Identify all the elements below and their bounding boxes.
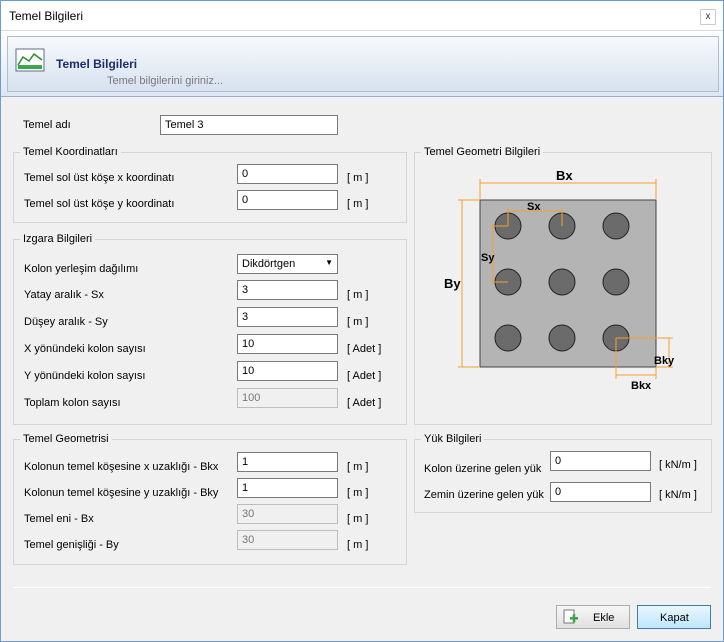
nx-unit: [ Adet ] bbox=[347, 343, 382, 355]
koordinat-x-input[interactable]: 0 bbox=[237, 164, 338, 184]
geometri-bilgileri-group bbox=[414, 152, 712, 425]
footer-separator bbox=[13, 587, 711, 588]
sx-unit: [ m ] bbox=[347, 289, 369, 301]
zemin-yuk-label: Zemin üzerine gelen yük bbox=[424, 489, 544, 501]
bx-label: Temel eni - Bx bbox=[24, 513, 94, 525]
sy-input[interactable]: 3 bbox=[237, 307, 338, 327]
nx-input[interactable]: 10 bbox=[237, 334, 338, 354]
by-input: 30 bbox=[237, 530, 338, 550]
banner-title: Temel Bilgileri bbox=[56, 57, 138, 71]
header-banner: Temel Bilgileri Temel bilgilerini girini… bbox=[1, 31, 723, 97]
sy-label: Düşey aralık - Sy bbox=[24, 316, 108, 328]
total-input: 100 bbox=[237, 388, 338, 408]
ny-input[interactable]: 10 bbox=[237, 361, 338, 381]
kolon-yuk-label: Kolon üzerine gelen yük bbox=[424, 463, 542, 475]
kolon-yuk-input[interactable]: 0 bbox=[550, 451, 651, 471]
koordinatlar-group bbox=[13, 152, 407, 223]
bx-diagram-label: Bx bbox=[556, 168, 573, 183]
bkx-label: Kolonun temel köşesine x uzaklığı - Bkx bbox=[24, 461, 219, 473]
foundation-diagram: Bx By Sx Sy Bkx Bky bbox=[444, 168, 675, 392]
column bbox=[548, 268, 576, 296]
column bbox=[548, 324, 576, 352]
dagilim-label: Kolon yerleşim dağılımı bbox=[24, 263, 139, 275]
bky-label: Kolonun temel köşesine y uzaklığı - Bky bbox=[24, 487, 219, 499]
bkx-diagram-label: Bkx bbox=[631, 380, 652, 392]
dagilim-select[interactable]: Dikdörtgen ▼ bbox=[237, 254, 338, 274]
dagilim-value: Dikdörtgen bbox=[242, 258, 296, 270]
yuk-title: Yük Bilgileri bbox=[421, 433, 485, 445]
by-label: Temel genişliği - By bbox=[24, 539, 119, 551]
column bbox=[602, 212, 630, 240]
kapat-button-label: Kapat bbox=[660, 612, 689, 624]
foundation-icon bbox=[15, 48, 45, 72]
chevron-down-icon: ▼ bbox=[325, 258, 333, 267]
nx-label: X yönündeki kolon sayısı bbox=[24, 343, 146, 355]
kolon-yuk-unit: [ kN/m ] bbox=[659, 459, 697, 471]
koordinat-x-label: Temel sol üst köşe x koordinatı bbox=[24, 172, 175, 184]
koordinat-y-input[interactable]: 0 bbox=[237, 190, 338, 210]
close-button[interactable]: x bbox=[700, 9, 716, 25]
koordinat-y-unit: [ m ] bbox=[347, 198, 369, 210]
bky-diagram-label: Bky bbox=[654, 355, 675, 367]
bkx-unit: [ m ] bbox=[347, 461, 369, 473]
by-diagram-label: By bbox=[444, 276, 461, 291]
column bbox=[494, 324, 522, 352]
izgara-title: Izgara Bilgileri bbox=[20, 233, 96, 245]
bky-unit: [ m ] bbox=[347, 487, 369, 499]
sx-diagram-label: Sx bbox=[527, 201, 541, 213]
bx-unit: [ m ] bbox=[347, 513, 369, 525]
sx-input[interactable]: 3 bbox=[237, 280, 338, 300]
ekle-button[interactable]: Ekle bbox=[556, 605, 630, 629]
temel-adi-label: Temel adı bbox=[23, 119, 71, 131]
geometri-bilgileri-title: Temel Geometri Bilgileri bbox=[421, 146, 544, 158]
window-title: Temel Bilgileri bbox=[9, 9, 84, 23]
sx-label: Yatay aralık - Sx bbox=[24, 289, 104, 301]
banner-subtitle: Temel bilgilerini giriniz... bbox=[107, 75, 224, 87]
temel-adi-input[interactable]: Temel 3 bbox=[160, 115, 338, 135]
ny-unit: [ Adet ] bbox=[347, 370, 382, 382]
kapat-button[interactable]: Kapat bbox=[637, 605, 711, 629]
sy-diagram-label: Sy bbox=[481, 252, 495, 264]
koordinat-y-label: Temel sol üst köşe y koordinatı bbox=[24, 198, 175, 210]
yuk-group bbox=[414, 439, 712, 513]
ekle-button-label: Ekle bbox=[593, 612, 615, 624]
column bbox=[602, 268, 630, 296]
zemin-yuk-unit: [ kN/m ] bbox=[659, 489, 697, 501]
geometri-group bbox=[13, 439, 407, 565]
ny-label: Y yönündeki kolon sayısı bbox=[24, 370, 146, 382]
by-unit: [ m ] bbox=[347, 539, 369, 551]
bky-input[interactable]: 1 bbox=[237, 478, 338, 498]
bkx-input[interactable]: 1 bbox=[237, 452, 338, 472]
add-icon bbox=[563, 609, 578, 624]
izgara-group bbox=[13, 239, 407, 425]
bx-input: 30 bbox=[237, 504, 338, 524]
total-label: Toplam kolon sayısı bbox=[24, 397, 121, 409]
total-unit: [ Adet ] bbox=[347, 397, 382, 409]
zemin-yuk-input[interactable]: 0 bbox=[550, 482, 651, 502]
banner-panel bbox=[7, 36, 719, 92]
geometri-title: Temel Geometrisi bbox=[20, 433, 112, 445]
koordinat-x-unit: [ m ] bbox=[347, 172, 369, 184]
title-bar: Temel Bilgileri x bbox=[1, 1, 723, 31]
koordinatlar-title: Temel Koordinatları bbox=[20, 146, 121, 158]
sy-unit: [ m ] bbox=[347, 316, 369, 328]
